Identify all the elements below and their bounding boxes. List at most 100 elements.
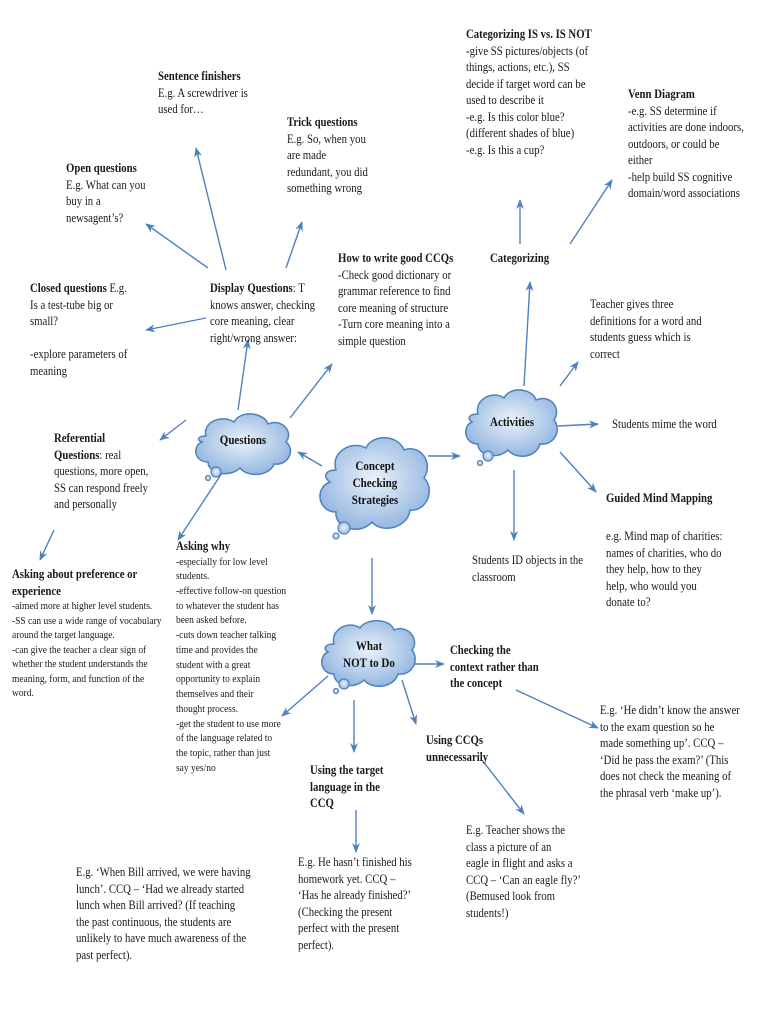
- text-line: e.g. Mind map of charities:: [606, 529, 723, 543]
- arrow-to-three-defs: [559, 361, 579, 387]
- asking-why-title: Asking why: [176, 539, 231, 553]
- text-line: say yes/no: [176, 761, 216, 774]
- text-line: names of charities, who do: [606, 545, 722, 560]
- text-line: -can give the teacher a clear sign of: [12, 643, 147, 656]
- text-line: made something up’. CCQ –: [600, 736, 724, 750]
- bill-example-block: E.g. ‘When Bill arrived, we were having …: [76, 864, 265, 963]
- open-questions-block: Open questions E.g. What can you buy in …: [66, 160, 169, 226]
- text-line: outdoors, or could be: [628, 136, 720, 151]
- arrow-to-categorizing: [523, 281, 534, 387]
- text-line: things, actions, etc.), SS: [466, 60, 570, 74]
- text-line: -give SS pictures/objects (of: [466, 43, 589, 58]
- text-line: class a picture of an: [466, 839, 552, 854]
- made-up-example-block: E.g. ‘He didn’t know the answer to the e…: [600, 702, 755, 801]
- text-line: newsagent’s?: [66, 210, 124, 225]
- text-line: small?: [30, 314, 59, 328]
- text-line: homework yet. CCQ –: [298, 871, 396, 886]
- text-line: -Check good dictionary or: [338, 267, 452, 282]
- text-line: students.: [176, 570, 210, 583]
- arrow-to-howto: [289, 363, 333, 419]
- text-line: perfect).: [298, 937, 335, 952]
- text-line: simple question: [338, 333, 406, 348]
- text-line: the past continuous, the students are: [76, 914, 232, 929]
- arrow-to-trick: [285, 221, 303, 269]
- text-line: does not check the meaning of: [600, 769, 732, 783]
- text-line: E.g. A screwdriver is: [158, 85, 248, 100]
- arrow-to-open: [145, 223, 209, 269]
- display-questions-title: Display Questions: [210, 281, 293, 295]
- arrow-to-referential: [159, 419, 187, 441]
- arrow-to-preference: [39, 529, 55, 561]
- guided-mind-mapping-title: Guided Mind Mapping: [606, 491, 713, 505]
- text-line: something wrong: [287, 181, 362, 195]
- mime-block: Students mime the word: [612, 416, 741, 433]
- text-line: perfect with the present: [298, 921, 400, 935]
- text-line: -get the student to use more: [176, 717, 281, 730]
- text-line: E.g. So, when you: [287, 131, 366, 146]
- display-questions-suffix: : T: [292, 281, 305, 295]
- text-line: definitions for a word and: [590, 313, 702, 328]
- text-line: to the exam question so he: [600, 719, 715, 734]
- closed-questions-suffix: E.g.: [106, 281, 127, 295]
- text-line: buy in a: [66, 194, 101, 208]
- categorizing-title: Categorizing: [490, 251, 550, 265]
- text-line: eagle in flight and asks a: [466, 856, 573, 870]
- text-line: the phrasal verb ‘make up’).: [600, 785, 722, 800]
- text-line: -cuts down teacher talking: [176, 629, 277, 642]
- text-line: used to describe it: [466, 93, 544, 107]
- text-line: domain/word associations: [628, 186, 740, 200]
- text-line: the topic, rather than just: [176, 747, 271, 760]
- text-line: knows answer, checking: [210, 297, 315, 312]
- sentence-finishers-block: Sentence finishers E.g. A screwdriver is…: [158, 68, 261, 118]
- text-line: Is a test-tube big or: [30, 297, 114, 312]
- cloud-center-line-2: Checking: [352, 475, 398, 490]
- text-line: E.g. Teacher shows the: [466, 823, 566, 837]
- preference-block: Asking about preference or experience -a…: [12, 566, 175, 701]
- venn-diagram-block: Venn Diagram -e.g. SS determine if activ…: [628, 86, 766, 202]
- text-line: -e.g. Is this color blue?: [466, 109, 565, 124]
- homework-example-block: E.g. He hasn’t finished his homework yet…: [298, 854, 427, 953]
- text-line: right/wrong answer:: [210, 330, 297, 345]
- text-line: -explore parameters of: [30, 347, 128, 361]
- text-line: -help build SS cognitive: [628, 169, 733, 184]
- text-line: E.g. He hasn’t finished his: [298, 855, 412, 869]
- text-line: (Checking the present: [298, 904, 393, 919]
- preference-title: Asking about preference or experience: [12, 567, 138, 598]
- text-line: grammar reference to find: [338, 284, 451, 298]
- text-line: core meaning of structure: [338, 300, 449, 315]
- text-line: been asked before.: [176, 614, 247, 627]
- eagle-example-block: E.g. Teacher shows the class a picture o…: [466, 822, 595, 921]
- unnecessary-ccqs-title: Using CCQs unnecessarily: [426, 733, 489, 764]
- text-line: meaning, form, and function of the: [12, 672, 145, 685]
- display-questions-block: Display Questions: T knows answer, check…: [210, 280, 330, 346]
- text-line: of the language related to: [176, 732, 273, 745]
- open-questions-title: Open questions: [66, 161, 137, 175]
- referential-title: Referential: [54, 431, 106, 445]
- text-line: lunch’. CCQ – ‘Had we already started: [76, 881, 245, 896]
- text-line: meaning: [30, 363, 68, 378]
- text-line: and personally: [54, 497, 117, 511]
- text-line: E.g. ‘When Bill arrived, we were having: [76, 865, 251, 879]
- trick-questions-title: Trick questions: [287, 115, 358, 129]
- target-language-block: Using the target language in the CCQ: [310, 762, 405, 812]
- cloud-whatnot-line-1: What: [355, 639, 383, 653]
- text-line: : real: [99, 447, 122, 462]
- text-line: E.g. What can you: [66, 177, 146, 192]
- text-line: time and provides the: [176, 643, 258, 656]
- cloud-whatnot-line-2: NOT to Do: [343, 655, 395, 670]
- unnecessary-ccqs-block: Using CCQs unnecessarily: [426, 732, 512, 765]
- cloud-activities-label: Activities: [490, 415, 534, 429]
- text-line: are made: [287, 148, 327, 162]
- text-line: student with a great: [176, 658, 251, 671]
- text-line: used for…: [158, 102, 204, 116]
- text-line: whether the student understands the: [12, 658, 148, 671]
- cloud-shape: [319, 437, 430, 540]
- text-line: redundant, you did: [287, 164, 368, 179]
- text-line: core meaning, clear: [210, 314, 295, 328]
- categorizing-is-title: Categorizing IS vs. IS NOT: [466, 27, 592, 41]
- text-line: CCQ – ‘Can an eagle fly?’: [466, 872, 581, 887]
- venn-diagram-title: Venn Diagram: [628, 87, 695, 101]
- text-line: E.g. ‘He didn’t know the answer: [600, 703, 740, 717]
- text-line: ‘Has he already finished?’: [298, 888, 412, 902]
- arrow-unnecessary-to-eagle: [481, 759, 525, 815]
